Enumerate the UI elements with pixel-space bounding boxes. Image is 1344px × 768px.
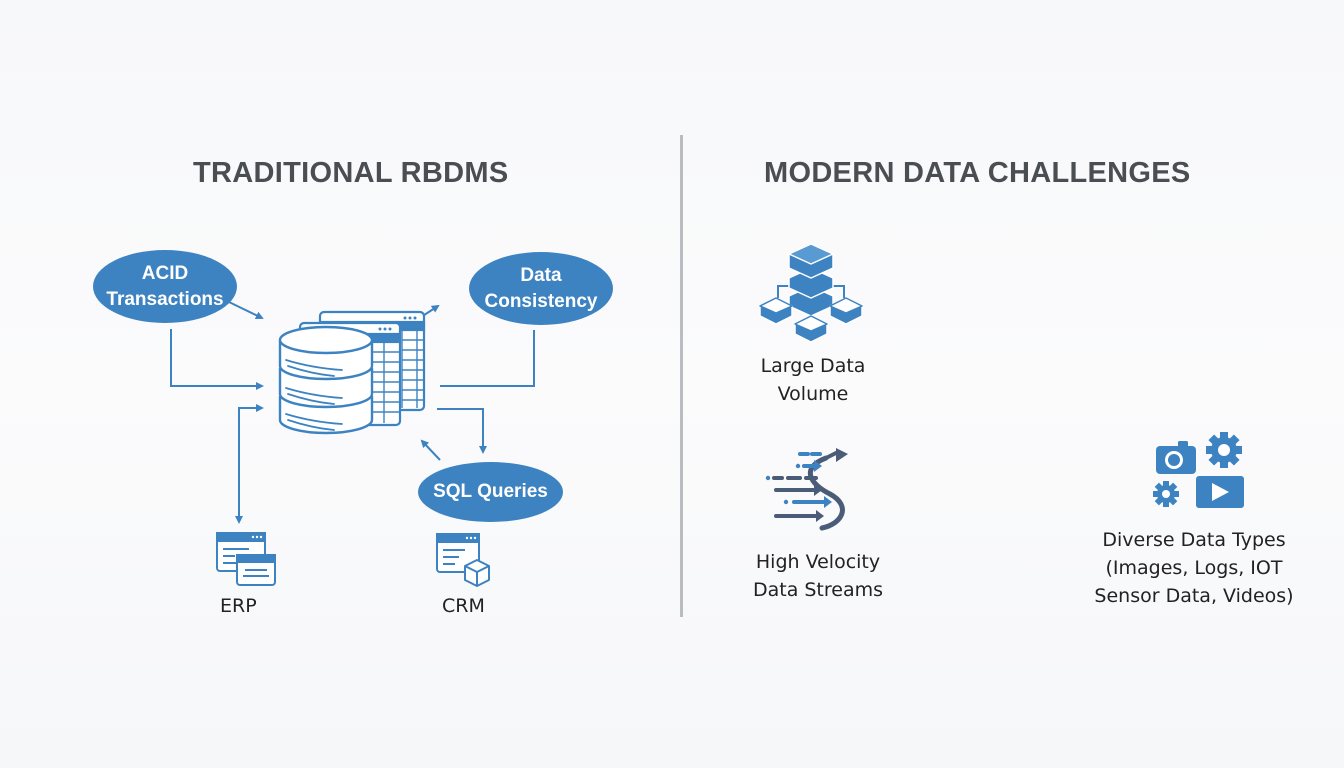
arrow-acid-to-db [228,301,264,319]
stream-arrows-icon [765,448,848,531]
erp-label: ERP [220,595,257,617]
crm-label: CRM [442,595,485,617]
large-gear-icon [1206,432,1242,468]
acid-line2: Transactions [106,288,224,310]
line-acid-to-db [170,329,264,390]
small-gear-icon [1153,481,1179,507]
large-data-volume-label: Large Data Volume [750,352,876,408]
consistency-line2: Consistency [484,290,598,312]
acid-transactions-node: ACID Transactions [93,250,237,323]
large-data-line2: Volume [777,383,849,405]
sql-label: SQL Queries [433,481,548,502]
high-velocity-label: High Velocity Data Streams [748,548,888,604]
acid-line1: ACID [141,262,189,284]
modern-challenges-title: MODERN DATA CHALLENGES [764,157,1191,189]
sql-queries-node: SQL Queries [418,462,563,522]
traditional-rbdms-title: TRADITIONAL RBDMS [193,157,509,189]
line-consistency-to-db [440,330,535,387]
diverse-data-types-label: Diverse Data Types (Images, Logs, IOT Se… [1080,526,1308,610]
crm-browser-cube-icon [436,533,490,587]
line-db-to-sql [437,408,487,454]
large-data-line1: Large Data [760,355,866,377]
diverse-line1: Diverse Data Types [1102,529,1286,551]
diverse-line3: Sensor Data, Videos) [1094,585,1294,607]
line-erp-to-db [238,404,264,520]
video-play-icon [1196,476,1244,508]
section-divider [680,135,683,617]
stacked-cubes-icon [759,243,863,343]
erp-browser-windows-icon [216,532,276,586]
media-types-icon [1153,432,1244,508]
arrow-sql-to-db [420,439,441,461]
velocity-line1: High Velocity [755,551,881,573]
database-table-icon [278,310,426,435]
diverse-line2: (Images, Logs, IOT [1105,557,1283,579]
camera-icon [1156,441,1196,474]
velocity-line2: Data Streams [752,579,884,601]
data-consistency-node: Data Consistency [469,252,613,325]
consistency-line1: Data [520,264,562,286]
